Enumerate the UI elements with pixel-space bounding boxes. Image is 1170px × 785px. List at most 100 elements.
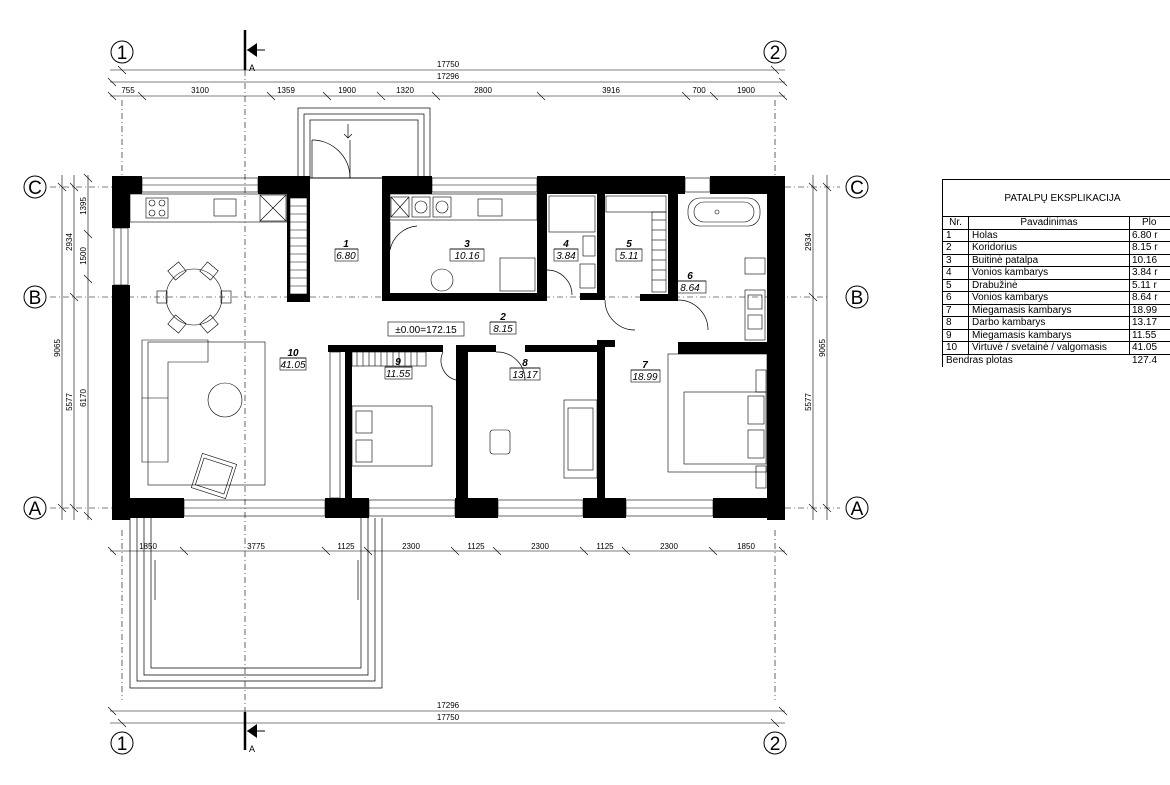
header-nr: Nr. bbox=[943, 217, 969, 229]
dim-top-0: 755 bbox=[121, 86, 135, 95]
dim-bottom-3: 2300 bbox=[402, 542, 420, 551]
section-marker-top bbox=[243, 30, 265, 70]
terrace bbox=[129, 518, 383, 689]
table-total-row: Bendras plotas 127.4 bbox=[943, 355, 1170, 367]
axis-lines bbox=[50, 70, 840, 720]
row-nr: 6 bbox=[943, 292, 969, 304]
row-area: 5.11 r bbox=[1132, 279, 1157, 291]
room-1-number: 1 bbox=[343, 239, 349, 250]
dim-left-outer: 9065 bbox=[53, 339, 62, 357]
room-2-number: 2 bbox=[499, 312, 506, 323]
dim-right-outer: 9065 bbox=[818, 339, 827, 357]
row-name: Vonios kambarys bbox=[969, 292, 1130, 304]
right-dimension-lines bbox=[808, 175, 832, 520]
row-area: 6.80 r bbox=[1132, 229, 1158, 241]
axis-label-b-right: B bbox=[851, 288, 864, 309]
row-name: Miegamasis kambarys bbox=[969, 329, 1130, 341]
dim-bottom-1: 3775 bbox=[247, 542, 265, 551]
room-9-area: 11.55 bbox=[386, 369, 411, 380]
axis-label-b-left: B bbox=[29, 288, 42, 309]
row-area: 8.64 r bbox=[1132, 292, 1158, 303]
bath6-fixtures bbox=[687, 197, 766, 341]
dim-top-3: 1900 bbox=[338, 86, 356, 95]
room-5-number: 5 bbox=[626, 239, 632, 250]
room-schedule-table: PATALPŲ EKSPLIKACIJA Nr. Pavadinimas Plo… bbox=[942, 179, 1170, 367]
dining-table bbox=[156, 261, 232, 334]
row-area: 11.55 bbox=[1132, 329, 1157, 341]
office-furniture bbox=[489, 399, 598, 479]
dim-bottom-6: 1125 bbox=[596, 542, 614, 551]
room-4-area: 3.84 bbox=[556, 251, 576, 262]
dim-top-7: 700 bbox=[692, 86, 706, 95]
top-dimension-lines bbox=[107, 65, 788, 101]
doors bbox=[311, 139, 709, 381]
dim-left-inner-2: 6170 bbox=[79, 389, 88, 407]
row-nr: 2 bbox=[943, 242, 969, 254]
dim-left-inner-0: 1395 bbox=[79, 197, 88, 215]
row-area: 3.84 r bbox=[1132, 267, 1158, 278]
dim-bottom-4: 1125 bbox=[467, 542, 485, 551]
axis-label-1-bottom: 1 bbox=[117, 734, 128, 755]
dim-top-5: 2800 bbox=[474, 86, 492, 95]
living-furniture bbox=[141, 339, 266, 500]
room-9-number: 9 bbox=[395, 357, 401, 368]
dim-top-1: 3100 bbox=[191, 86, 209, 95]
row-name: Drabužinė bbox=[969, 279, 1130, 291]
dim-bottom-0: 1850 bbox=[139, 542, 157, 551]
row-nr: 7 bbox=[943, 304, 969, 316]
room-3-area: 10.16 bbox=[454, 251, 479, 262]
kitchen-counter bbox=[129, 193, 288, 223]
row-nr: 1 bbox=[943, 229, 969, 241]
axis-markers bbox=[23, 40, 869, 755]
axis-label-1-top: 1 bbox=[117, 43, 128, 64]
walls bbox=[112, 176, 785, 520]
row-nr: 9 bbox=[943, 329, 969, 341]
room-3-number: 3 bbox=[464, 239, 470, 250]
bedroom7-furniture bbox=[667, 353, 768, 489]
dim-right-inner-1: 5577 bbox=[804, 393, 813, 411]
section-label-top: A bbox=[249, 63, 255, 73]
bath4-closet5-fixtures bbox=[548, 195, 667, 293]
table-header-row: Nr. Pavadinimas Plo bbox=[943, 217, 1170, 230]
dim-top-8: 1900 bbox=[737, 86, 755, 95]
axis-label-c-right: C bbox=[850, 178, 864, 199]
dim-bottom-5: 2300 bbox=[531, 542, 549, 551]
row-name: Holas bbox=[969, 229, 1130, 241]
dim-left-mid-1: 5577 bbox=[65, 393, 74, 411]
entrance-canopy bbox=[297, 107, 431, 179]
axis-label-2-bottom: 2 bbox=[770, 734, 781, 755]
dim-bottom-2: 1125 bbox=[337, 542, 355, 551]
dim-bottom-overall-inner: 17296 bbox=[437, 701, 460, 710]
dim-bottom-7: 2300 bbox=[660, 542, 678, 551]
row-name: Koridorius bbox=[969, 242, 1130, 254]
axis-label-c-left: C bbox=[28, 178, 42, 199]
room-6-area: 8.64 bbox=[680, 283, 700, 294]
axis-label-a-right: A bbox=[851, 499, 864, 520]
dim-top-overall-inner: 17296 bbox=[437, 72, 460, 81]
room-8-number: 8 bbox=[522, 358, 528, 369]
room-5-area: 5.11 bbox=[620, 251, 639, 262]
table-title: PATALPŲ EKSPLIKACIJA bbox=[943, 180, 1170, 217]
row-area: 41.05 bbox=[1132, 342, 1158, 353]
dim-bottom-overall-outer: 17750 bbox=[437, 713, 460, 722]
room-8-area: 13.17 bbox=[512, 370, 537, 381]
dim-bottom-8: 1850 bbox=[737, 542, 755, 551]
room-7-number: 7 bbox=[642, 360, 648, 371]
row-name: Vonios kambarys bbox=[969, 267, 1130, 279]
windows bbox=[113, 177, 714, 517]
left-dimension-lines bbox=[57, 173, 93, 521]
row-nr: 10 bbox=[943, 342, 969, 354]
elevation-mark: ±0.00=172.15 bbox=[395, 325, 457, 336]
row-nr: 3 bbox=[943, 254, 969, 266]
hall-wardrobe bbox=[289, 197, 308, 295]
total-value: 127.4 bbox=[1132, 354, 1158, 366]
dim-right-inner-0: 2934 bbox=[804, 233, 813, 251]
bedroom9-furniture bbox=[351, 351, 433, 467]
